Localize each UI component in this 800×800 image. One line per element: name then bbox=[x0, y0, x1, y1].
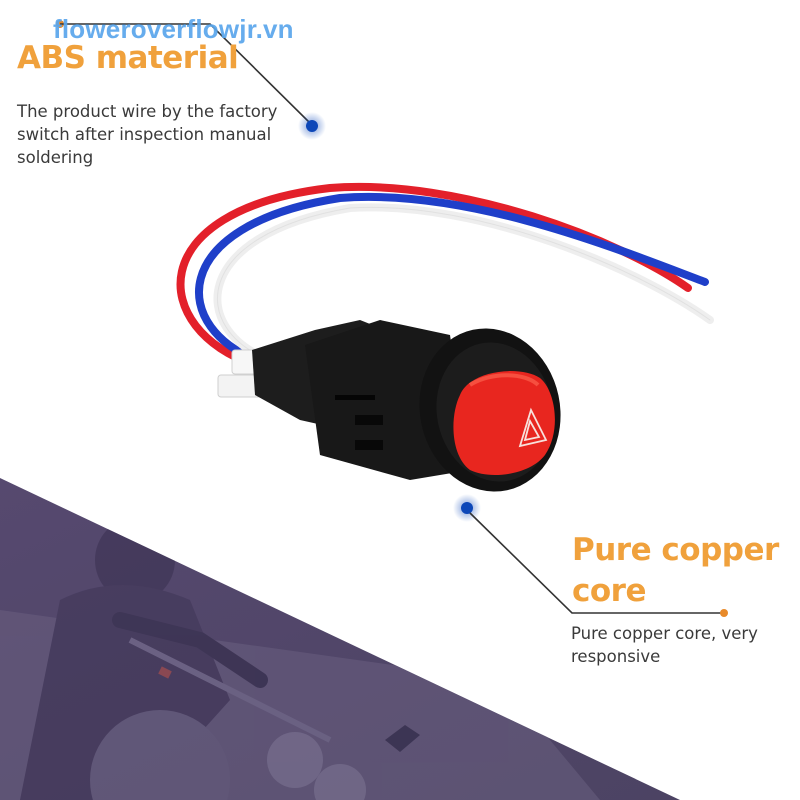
feature-title-abs-material: ABS material bbox=[17, 40, 239, 76]
feature-description-abs-material: The product wire by the factory switch a… bbox=[17, 102, 278, 167]
feature-title-pure-copper-core: Pure copper core bbox=[572, 532, 779, 609]
watermark: floweroverflowjr.vn bbox=[53, 14, 294, 44]
feature-description-pure-copper-core: Pure copper core, very responsive bbox=[571, 624, 758, 666]
